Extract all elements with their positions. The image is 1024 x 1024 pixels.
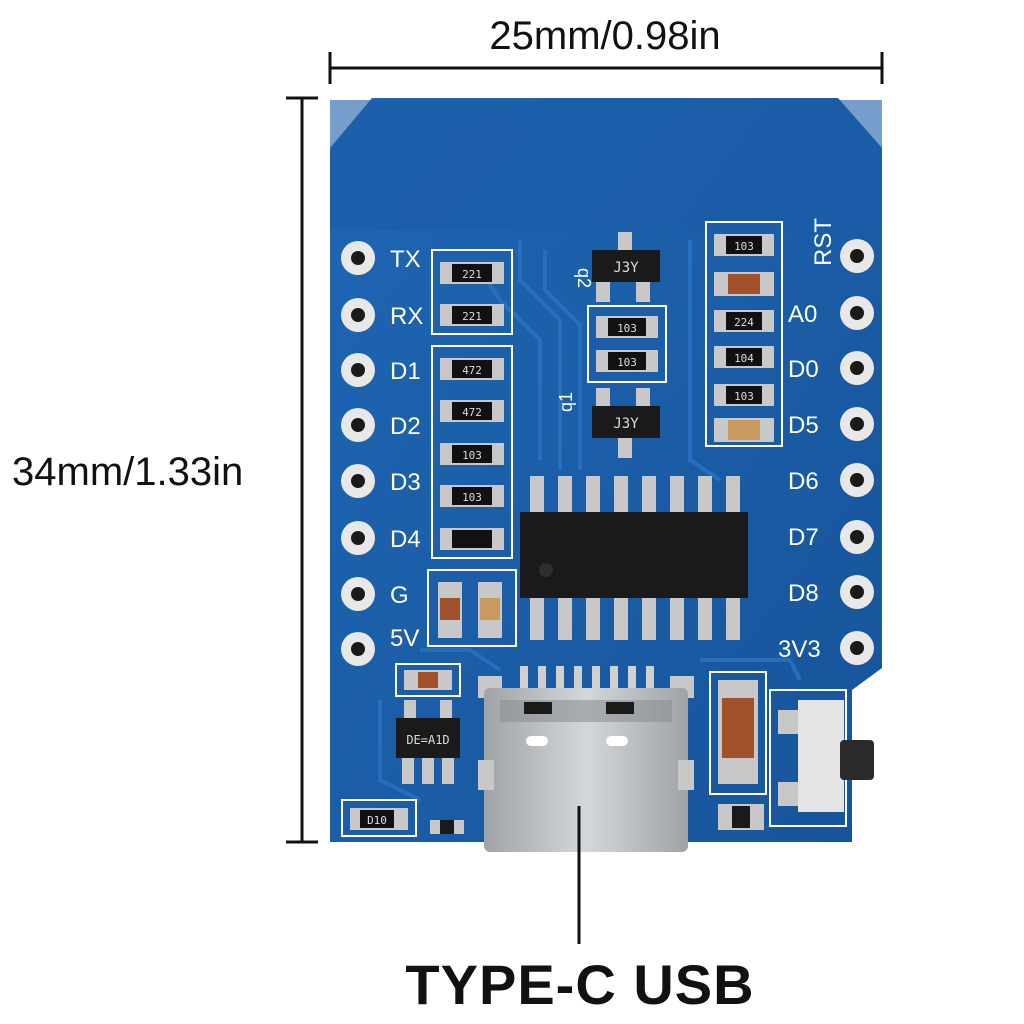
pin-label-d3: D3: [390, 469, 421, 496]
resistor-d1: 472: [440, 358, 504, 380]
svg-text:472: 472: [462, 406, 482, 419]
left-resistor-group: 221 221 472 472 103 103: [431, 249, 513, 559]
pin-label-a0: A0: [788, 301, 818, 328]
pin-label-rx: RX: [390, 303, 424, 330]
pin-label-d5: D5: [788, 412, 819, 439]
pin-label-3v3: 3V3: [778, 636, 821, 663]
pad-3v3: [840, 631, 874, 665]
antenna-area: [330, 100, 882, 230]
pad-d7: [840, 520, 874, 554]
svg-text:104: 104: [734, 352, 754, 365]
pin-label-d0: D0: [788, 356, 819, 383]
usb-c-connector: [478, 666, 694, 852]
pin-label-tx: TX: [390, 246, 421, 273]
right-pin-header: [840, 239, 874, 665]
svg-text:221: 221: [462, 310, 482, 323]
pin-label-rst: RST: [810, 218, 837, 266]
pad-tx: [341, 241, 375, 275]
pad-d5: [840, 407, 874, 441]
pin-label-d7: D7: [788, 524, 819, 551]
svg-text:J3Y: J3Y: [613, 260, 639, 276]
svg-text:221: 221: [462, 268, 482, 281]
width-dimension-label: 25mm/0.98in: [489, 14, 721, 58]
resistor-d4a: 103: [440, 485, 504, 507]
usb-serial-ic: [520, 476, 748, 640]
resistors-middle: 103 103: [587, 305, 667, 383]
pin-label-d6: D6: [788, 468, 819, 495]
pad-a0: [840, 296, 874, 330]
pin-label-5v: 5V: [390, 625, 420, 652]
pad-d3: [341, 464, 375, 498]
pad-d0: [840, 351, 874, 385]
pad-5v: [341, 632, 375, 666]
pin-label-d8: D8: [788, 580, 819, 607]
right-resistor-group: 103 224 104 103: [705, 221, 783, 447]
usb-callout-label: TYPE-C USB: [405, 953, 755, 1016]
svg-text:q2: q2: [574, 268, 594, 288]
pad-d8: [840, 575, 874, 609]
svg-text:103: 103: [462, 491, 482, 504]
reset-button: [769, 689, 874, 827]
capacitor-right: [709, 671, 767, 830]
height-dimension-label: 34mm/1.33in: [12, 450, 244, 494]
resistor-d3: 103: [440, 443, 504, 465]
left-pin-header: [341, 241, 375, 666]
svg-text:J3Y: J3Y: [613, 416, 639, 432]
pin-label-d1: D1: [390, 358, 421, 385]
resistor-d4b: [440, 528, 504, 550]
pcb-traces: [378, 240, 802, 802]
resistor-tx: 221: [440, 262, 504, 284]
transistor-top: J3Y q2: [574, 232, 660, 302]
diode: D10: [341, 799, 464, 837]
resistor-rx: 221: [440, 304, 504, 326]
voltage-regulator: DE=A1D: [395, 663, 461, 784]
pad-rst: [840, 239, 874, 273]
transistor-bottom: J3Y q1: [556, 388, 660, 458]
svg-text:D10: D10: [367, 814, 387, 827]
pad-d4: [341, 521, 375, 555]
svg-text:103: 103: [734, 390, 754, 403]
svg-text:103: 103: [462, 449, 482, 462]
capacitors-left: [427, 569, 517, 647]
pin-label-d2: D2: [390, 413, 421, 440]
svg-text:103: 103: [617, 356, 637, 369]
height-dimension-line: [286, 96, 318, 844]
resistor-d2: 472: [440, 400, 504, 422]
svg-text:103: 103: [617, 322, 637, 335]
width-dimension-line: [328, 52, 884, 84]
svg-text:103: 103: [734, 240, 754, 253]
svg-text:224: 224: [734, 316, 754, 329]
pin-label-d4: D4: [390, 526, 421, 553]
pad-d2: [341, 408, 375, 442]
pin-label-g: G: [390, 582, 409, 609]
pad-g: [341, 577, 375, 611]
pad-d1: [341, 353, 375, 387]
svg-text:472: 472: [462, 364, 482, 377]
svg-text:q1: q1: [556, 392, 576, 412]
pad-d6: [840, 463, 874, 497]
pad-rx: [341, 298, 375, 332]
svg-text:DE=A1D: DE=A1D: [406, 733, 449, 747]
